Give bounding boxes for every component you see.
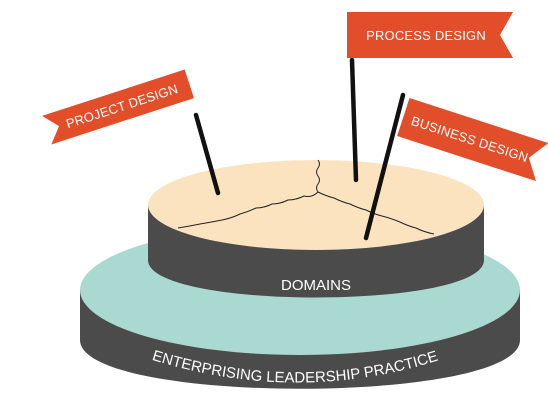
upper-tier-top [148,160,484,250]
business-flag-pole [363,92,406,241]
business-design-flag: BUSINESS DESIGN [397,97,548,182]
process-design-flag: PROCESS DESIGN [347,12,513,58]
process-flag-pole [349,57,359,183]
project-flag-banner [42,69,194,145]
upper-tier: DOMAINS [148,159,484,298]
divider-left [177,191,319,229]
flag-poles [193,57,406,241]
project-flag-pole [193,112,221,196]
process-flag-label: PROCESS DESIGN [366,28,486,43]
project-design-flag: PROJECT DESIGN [42,69,194,145]
divider-top [316,159,320,193]
upper-tier-label: DOMAINS [281,277,351,294]
business-flag-banner [397,97,548,182]
process-flag-banner [347,12,513,58]
